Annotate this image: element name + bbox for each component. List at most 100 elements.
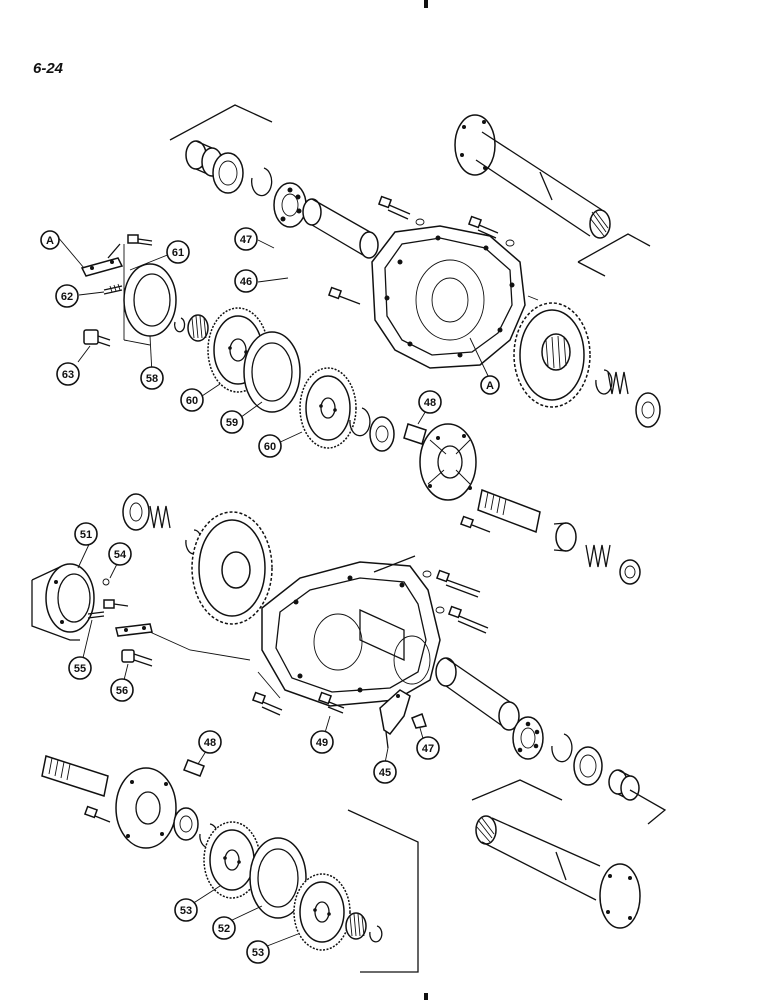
callout-48: 48	[418, 390, 442, 414]
washer	[415, 218, 425, 226]
washer	[422, 570, 432, 578]
ball-bearing	[635, 392, 661, 428]
spring	[607, 371, 629, 395]
callout-52: 52	[212, 916, 236, 940]
tube-spacer	[302, 198, 379, 259]
spring-pin	[87, 611, 105, 619]
callout-55: 55	[68, 656, 92, 680]
bushing	[185, 140, 223, 177]
cap	[619, 559, 641, 585]
bolt	[127, 234, 153, 246]
svg-text:48: 48	[424, 397, 436, 409]
svg-text:55: 55	[74, 663, 86, 675]
reference-letter-a: A	[40, 230, 60, 250]
group-bracket-line	[373, 555, 416, 573]
lever-shaft	[121, 649, 153, 667]
plate-bracket	[80, 243, 124, 277]
washer	[435, 606, 445, 614]
callout-56: 56	[110, 678, 134, 702]
bolt	[103, 599, 129, 609]
svg-text:51: 51	[80, 529, 92, 541]
snap-ring	[369, 925, 383, 943]
brake-drum-plate	[123, 263, 177, 337]
dowel-pin	[527, 295, 539, 301]
svg-text:45: 45	[379, 767, 391, 779]
svg-text:54: 54	[114, 549, 127, 561]
transmission-housing	[371, 225, 526, 369]
snap-ring	[595, 369, 613, 395]
separator-plate	[249, 837, 307, 919]
page-number: 6-24	[33, 60, 64, 77]
dowel-pin	[183, 759, 205, 777]
callout-45: 45	[373, 760, 397, 784]
bolt	[251, 691, 283, 716]
svg-text:60: 60	[186, 395, 198, 407]
axle-shaft	[454, 114, 611, 239]
callout-54: 54	[108, 542, 132, 566]
pinion-shaft	[41, 755, 109, 797]
group-bracket-line	[577, 261, 606, 277]
ball-bearing	[173, 807, 199, 841]
spur-gear	[191, 511, 273, 625]
oil-seal	[573, 746, 603, 786]
group-bracket-line	[577, 233, 651, 263]
coupler	[553, 522, 577, 552]
spring-pin	[103, 283, 123, 295]
washer	[505, 239, 515, 247]
bolt	[435, 569, 481, 598]
bearing-carrier	[419, 423, 477, 501]
callout-61: 61	[166, 240, 190, 264]
callout-53: 53	[174, 898, 198, 922]
svg-text:A: A	[486, 380, 494, 392]
separator-plate	[243, 331, 301, 413]
spring	[585, 544, 611, 568]
svg-text:49: 49	[316, 737, 328, 749]
group-bracket-line	[629, 789, 667, 825]
svg-text:47: 47	[422, 743, 434, 755]
callout-46: 46	[234, 269, 258, 293]
snap-ring	[173, 317, 186, 333]
lower-assembly	[41, 755, 667, 973]
callout-51: 51	[74, 522, 98, 546]
group-bracket-line	[257, 671, 281, 699]
lever-shaft	[83, 329, 111, 347]
spring	[149, 505, 171, 529]
svg-text:58: 58	[146, 373, 158, 385]
oil-seal	[212, 152, 244, 194]
svg-text:53: 53	[252, 947, 264, 959]
callout-47: 47	[234, 227, 258, 251]
bolt	[377, 195, 411, 220]
upper-assembly	[80, 104, 661, 585]
friction-disc	[293, 873, 351, 951]
callout-63: 63	[56, 362, 80, 386]
svg-text:56: 56	[116, 685, 128, 697]
callout-49: 49	[310, 730, 334, 754]
friction-disc	[203, 821, 261, 899]
svg-text:59: 59	[226, 417, 238, 429]
callout-53: 53	[246, 940, 270, 964]
ball-bearing	[122, 493, 150, 531]
snap-ring	[251, 167, 273, 197]
bolt	[327, 286, 361, 305]
group-bracket-line	[149, 631, 251, 661]
callout-47: 47	[416, 736, 440, 760]
callout-58: 58	[140, 366, 164, 390]
bolt	[459, 515, 491, 533]
callout-60: 60	[180, 388, 204, 412]
callout-60: 60	[258, 434, 282, 458]
svg-text:62: 62	[61, 291, 73, 303]
dowel-pin	[403, 423, 427, 445]
svg-text:63: 63	[62, 369, 74, 381]
ball-bearing	[369, 416, 395, 452]
svg-text:61: 61	[172, 247, 184, 259]
callout-62: 62	[55, 284, 79, 308]
group-bracket-line	[169, 104, 273, 141]
ball	[102, 578, 110, 586]
svg-text:60: 60	[264, 441, 276, 453]
snap-ring	[349, 407, 371, 437]
group-bracket-line	[347, 809, 419, 973]
bolt	[467, 215, 499, 239]
cover-plate	[45, 563, 95, 633]
group-bracket-line	[123, 339, 151, 346]
